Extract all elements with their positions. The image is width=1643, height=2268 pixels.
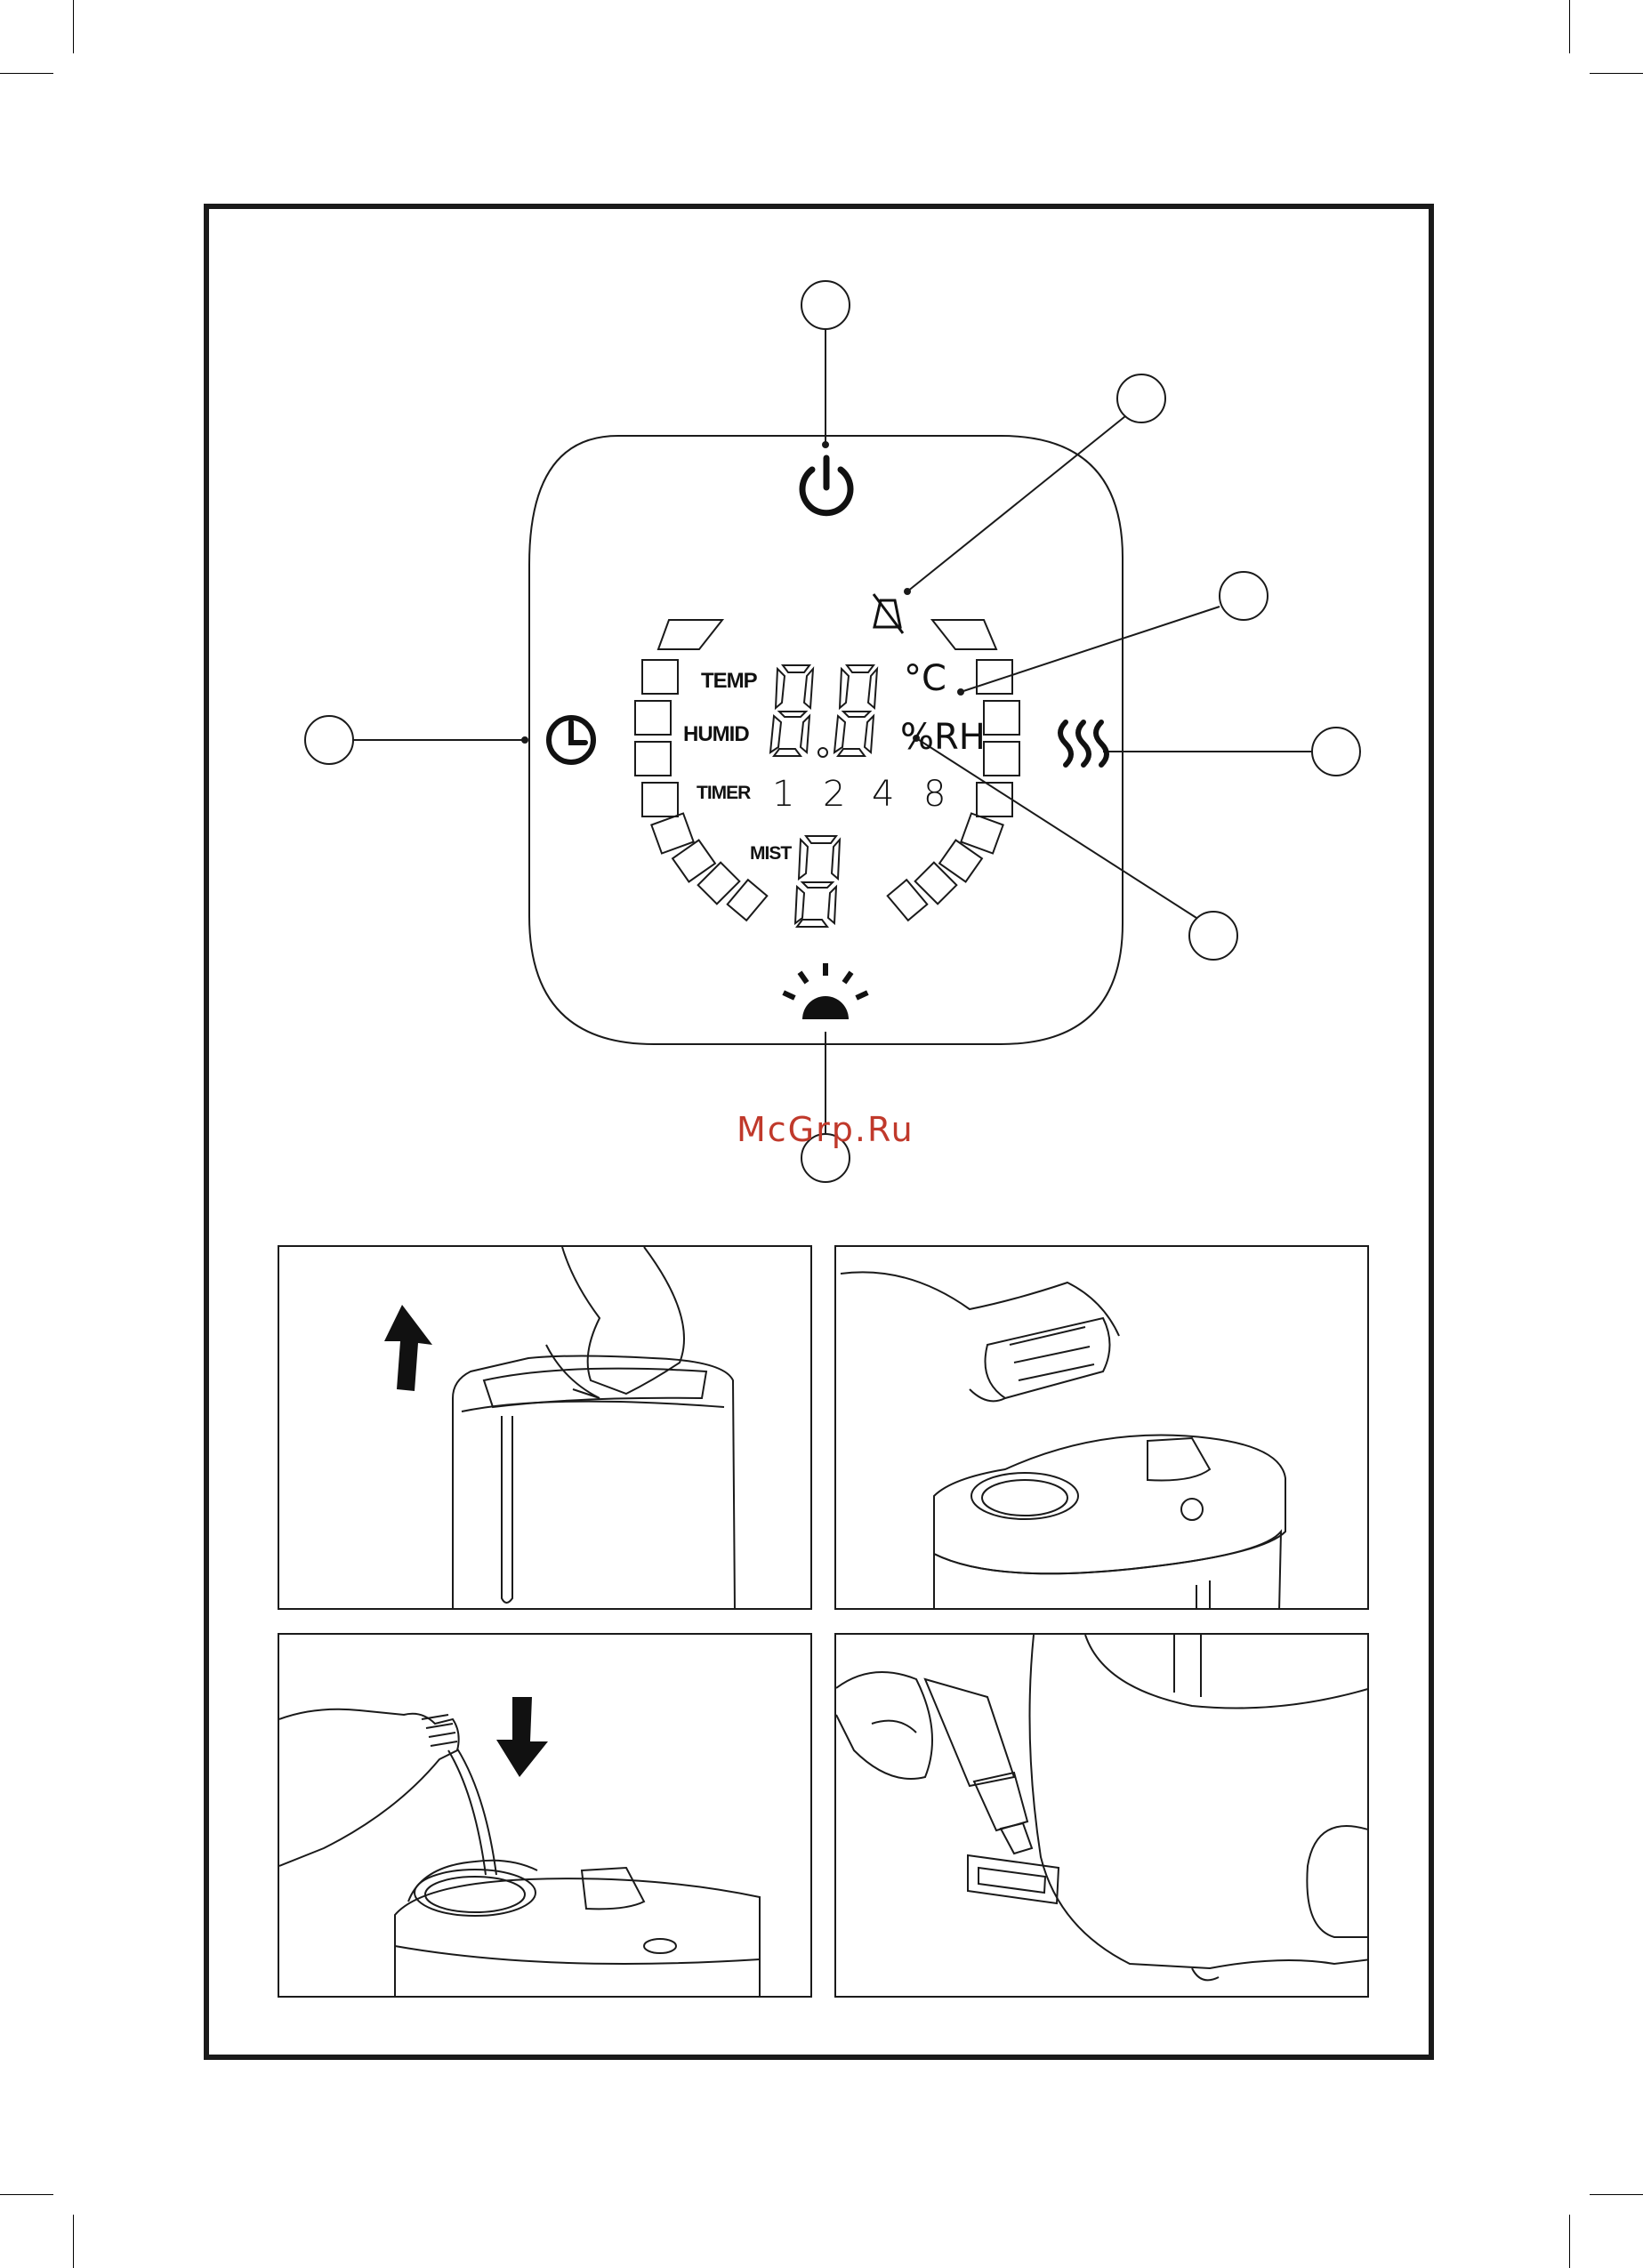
timer-option-8: 8	[923, 774, 946, 815]
heat-icon	[1060, 722, 1107, 765]
night-light-icon	[782, 963, 868, 1019]
callout-timer	[305, 716, 528, 764]
temp-label: TEMP	[701, 669, 757, 694]
crop-mark	[1590, 73, 1643, 74]
arrow-down-icon	[496, 1697, 548, 1777]
timer-option-4: 4	[872, 774, 894, 815]
watermark: McGrp.Ru	[737, 1110, 914, 1149]
dropper-icon	[925, 1679, 1032, 1854]
cap-icon	[986, 1318, 1110, 1398]
callout-mute	[905, 374, 1165, 594]
crop-mark	[1569, 0, 1570, 53]
seven-segment-digit	[834, 665, 877, 756]
mist-seven-segment-digit	[795, 836, 840, 927]
mute-icon	[874, 594, 903, 633]
humidity-unit: %RH	[900, 717, 986, 758]
timer-option-1: 1	[772, 774, 794, 815]
humid-label: HUMID	[683, 722, 749, 747]
crop-mark	[1569, 2215, 1570, 2268]
figure-remove-cap	[834, 1245, 1369, 1610]
arrow-up-icon	[384, 1305, 432, 1391]
crop-mark	[1590, 2194, 1643, 2195]
callout-night-light	[801, 1032, 850, 1182]
decimal-point	[818, 748, 827, 757]
temp-unit: °C	[904, 658, 946, 699]
left-level-segments	[635, 620, 767, 921]
crop-mark	[0, 73, 53, 74]
mist-label: MIST	[750, 843, 791, 865]
callout-humidity-unit	[914, 736, 1237, 960]
timer-label: TIMER	[697, 783, 750, 804]
figure-fill-water	[278, 1633, 812, 1998]
crop-mark	[0, 2194, 53, 2195]
seven-segment-digit	[770, 665, 813, 756]
crop-mark	[73, 0, 74, 53]
callout-heat	[1103, 728, 1360, 776]
figure-remove-tank	[278, 1245, 812, 1610]
crop-mark	[73, 2215, 74, 2268]
callout-temp-unit	[958, 572, 1268, 695]
callout-power	[801, 281, 850, 447]
power-icon	[802, 458, 850, 513]
clock-icon	[549, 718, 593, 762]
control-panel-diagram	[267, 267, 1379, 1201]
figure-add-aroma	[834, 1633, 1369, 1998]
timer-option-2: 2	[823, 774, 845, 815]
